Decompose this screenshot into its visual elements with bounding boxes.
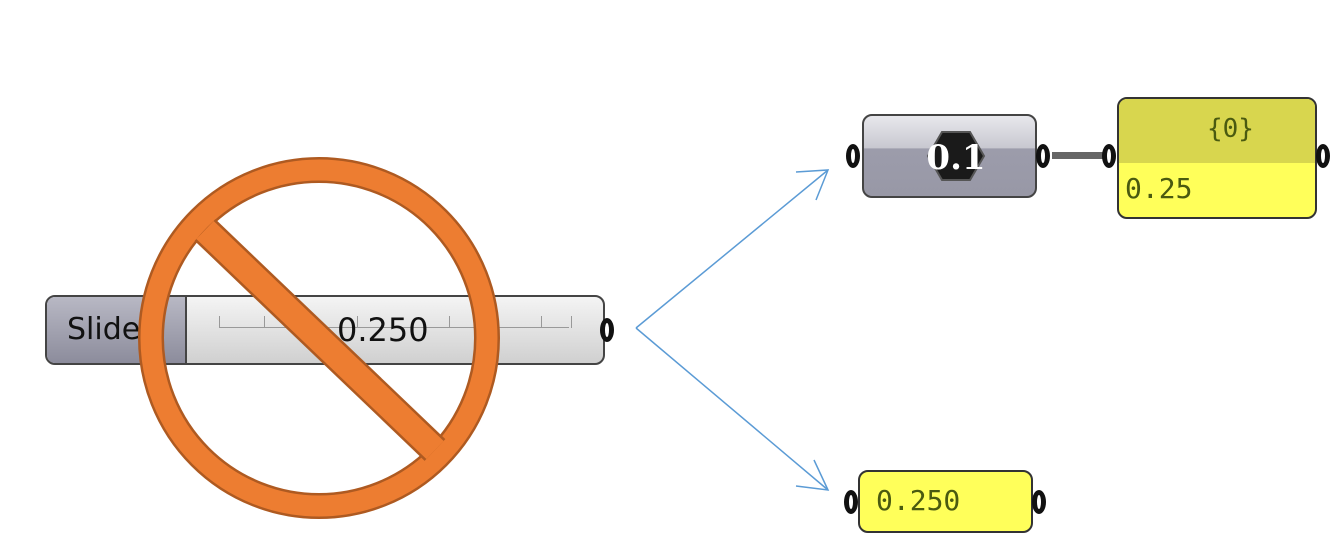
slider-output-grip[interactable] (600, 318, 614, 342)
panel-bottom-input-grip[interactable] (844, 490, 858, 514)
panel-bottom-output-grip[interactable] (1032, 490, 1046, 514)
slider-track[interactable] (219, 316, 572, 328)
slider-value: 0.250 (337, 311, 429, 349)
arrow-down (635, 327, 830, 491)
wire (1052, 152, 1106, 159)
panel-output-grip[interactable] (1316, 144, 1330, 168)
number-slider[interactable]: Slider 0.250 (45, 295, 605, 365)
prohibited-icon (138, 157, 500, 519)
panel-value: 0.25 (1125, 172, 1193, 205)
number-param-node[interactable]: 0.1 (862, 114, 1037, 198)
panel-path: {0} (1119, 99, 1315, 163)
number-output-grip[interactable] (1036, 144, 1050, 168)
number-node-label: 0.1 (926, 138, 985, 178)
number-hex-icon (926, 131, 986, 181)
number-input-grip[interactable] (846, 144, 860, 168)
panel-bottom-node[interactable]: 0.250 (858, 470, 1033, 533)
arrow-up (635, 169, 830, 329)
panel-input-grip[interactable] (1102, 144, 1116, 168)
